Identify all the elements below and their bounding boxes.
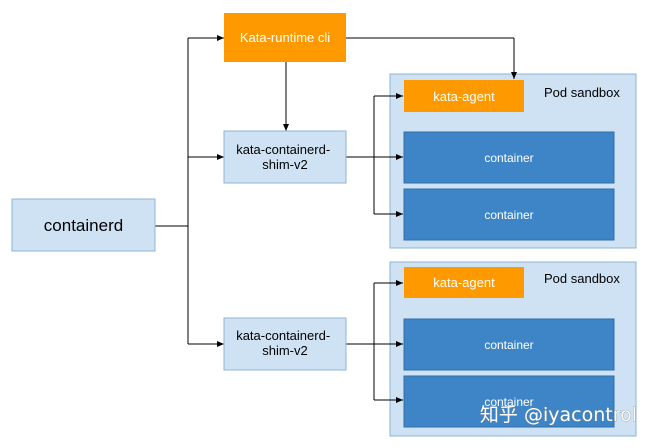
shim-top-line-2: shim-v2 [262, 157, 308, 172]
runtime-cli-node [224, 13, 346, 62]
kata-agent-bottom [404, 267, 524, 298]
containerd-label: containerd [44, 216, 123, 235]
kata-agent-top-label: kata-agent [433, 89, 495, 104]
connectors [155, 35, 517, 403]
shim-bottom-line-2: shim-v2 [262, 343, 308, 358]
kata-agent-bottom-label: kata-agent [433, 275, 495, 290]
container-top-2-label: container [484, 208, 533, 222]
container-bottom-2 [403, 375, 615, 428]
shim-top-label: kata-containerd- shim-v2 [236, 142, 334, 172]
kata-agent-top [404, 80, 524, 112]
container-top-2 [403, 188, 615, 241]
shim-top-line-1: kata-containerd- [236, 142, 330, 157]
shim-top-node [223, 130, 347, 184]
shim-bottom-line-1: kata-containerd- [236, 328, 330, 343]
runtime-cli-label: Kata-runtime cli [240, 30, 330, 45]
watermark: 知乎 @iyacontrol [480, 404, 637, 426]
container-top-1 [403, 131, 615, 184]
container-bottom-1-label: container [484, 338, 533, 352]
container-bottom-2-label: container [484, 395, 533, 409]
container-top-1-label: container [484, 151, 533, 165]
pod-sandbox-bottom-label: Pod sandbox [544, 271, 620, 286]
shim-bottom-label: kata-containerd- shim-v2 [236, 328, 334, 358]
containerd-node [11, 198, 156, 252]
container-bottom-1 [403, 318, 615, 371]
pod-sandbox-top-label: Pod sandbox [544, 85, 620, 100]
shim-bottom-node [223, 317, 347, 371]
